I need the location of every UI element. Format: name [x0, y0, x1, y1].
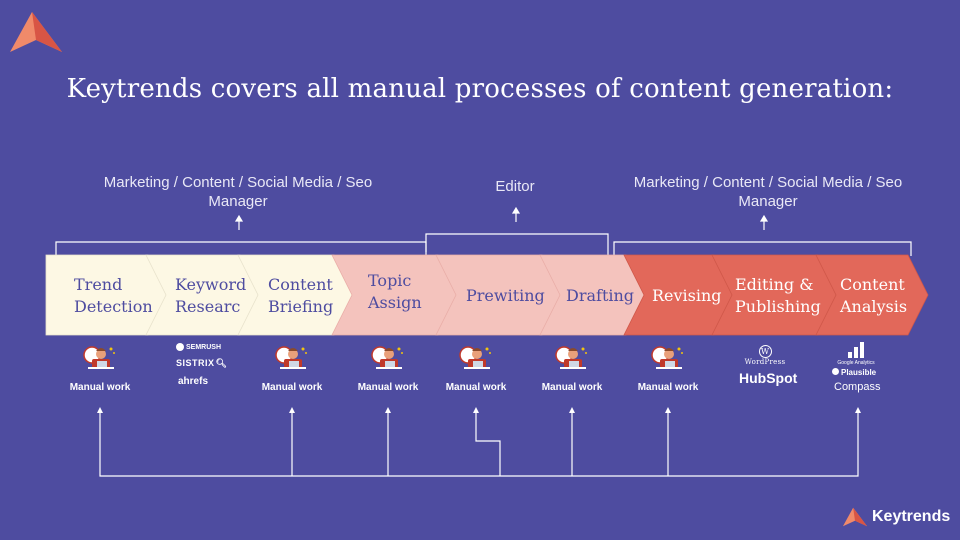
- hubspot-logo: HubSpot: [739, 370, 797, 386]
- keytrends-footer-logo-icon: [842, 506, 868, 528]
- connector-prewriting: [476, 410, 500, 476]
- manual-work-icon: [556, 347, 587, 369]
- manual-work-icon: [460, 347, 491, 369]
- step-label-line1: Trend: [74, 274, 153, 296]
- connector-arrowheads: [97, 407, 861, 413]
- manual-work-icon: [652, 347, 683, 369]
- role-arrowhead-right: [761, 216, 767, 221]
- step-label-line2: Analysis: [840, 296, 907, 318]
- compass-label: Compass: [834, 381, 880, 393]
- manual-work-label-assign: Manual work: [348, 382, 428, 393]
- step-label-line1: Drafting: [566, 285, 634, 307]
- process-step-label: Revising: [652, 285, 722, 307]
- magnifier-icon: 🔍︎: [216, 358, 228, 368]
- google-analytics-icon: [846, 341, 866, 359]
- wordpress-logo: W WordPress: [740, 345, 790, 366]
- arrowhead-1: [97, 407, 103, 413]
- role-arrowhead-left: [236, 216, 242, 221]
- sistrix-logo: SISTRIX🔍︎: [176, 358, 227, 369]
- step-label-line1: Revising: [652, 285, 722, 307]
- tool-icons: [84, 347, 683, 369]
- bracket-left: [56, 242, 426, 256]
- manual-work-label-briefing: Manual work: [252, 382, 332, 393]
- ahrefs-logo: ahrefs: [178, 376, 208, 387]
- arrowhead-3: [385, 407, 391, 413]
- step-label-line1: Prewiting: [466, 285, 545, 307]
- manual-work-icon: [84, 347, 115, 369]
- bracket-middle: [426, 234, 608, 256]
- manual-work-label-drafting: Manual work: [532, 382, 612, 393]
- step-label-line2: Detection: [74, 296, 153, 318]
- process-step-label: Editing &Publishing: [735, 274, 821, 318]
- arrowhead-2: [289, 407, 295, 413]
- arrowhead-7: [855, 407, 861, 413]
- process-step-label: Drafting: [566, 285, 634, 307]
- step-label-line1: Keyword: [175, 274, 246, 296]
- role-up-arrows: [236, 208, 767, 230]
- plausible-icon: [832, 368, 839, 375]
- arrowhead-4: [473, 407, 479, 413]
- step-label-line1: Content: [268, 274, 333, 296]
- arrowhead-6: [665, 407, 671, 413]
- step-label-line1: Topic: [368, 270, 422, 292]
- process-step-label: Prewiting: [466, 285, 545, 307]
- footer-brand-name: Keytrends: [872, 508, 950, 526]
- manual-work-label-revising: Manual work: [628, 382, 708, 393]
- step-label-line2: Assign: [368, 292, 422, 314]
- google-analytics-label: Google Analytics: [826, 360, 886, 366]
- manual-work-label-prewriting: Manual work: [436, 382, 516, 393]
- manual-work-icon: [372, 347, 403, 369]
- manual-work-label-trend: Manual work: [60, 382, 140, 393]
- manual-work-connectors: [100, 410, 858, 476]
- bracket-right: [614, 242, 911, 256]
- step-label-line2: Briefing: [268, 296, 333, 318]
- semrush-icon: [176, 343, 184, 351]
- plausible-logo: Plausible: [832, 368, 876, 377]
- wordpress-icon: W: [759, 345, 772, 358]
- step-label-line1: Content: [840, 274, 907, 296]
- manual-work-icon: [276, 347, 307, 369]
- step-label-line2: Publishing: [735, 296, 821, 318]
- step-label-line1: Editing &: [735, 274, 821, 296]
- step-label-line2: Researc: [175, 296, 246, 318]
- semrush-logo: SEMRUSH: [176, 343, 221, 351]
- arrowhead-5: [569, 407, 575, 413]
- role-arrowhead-middle: [513, 208, 519, 213]
- connector-bus: [100, 410, 858, 476]
